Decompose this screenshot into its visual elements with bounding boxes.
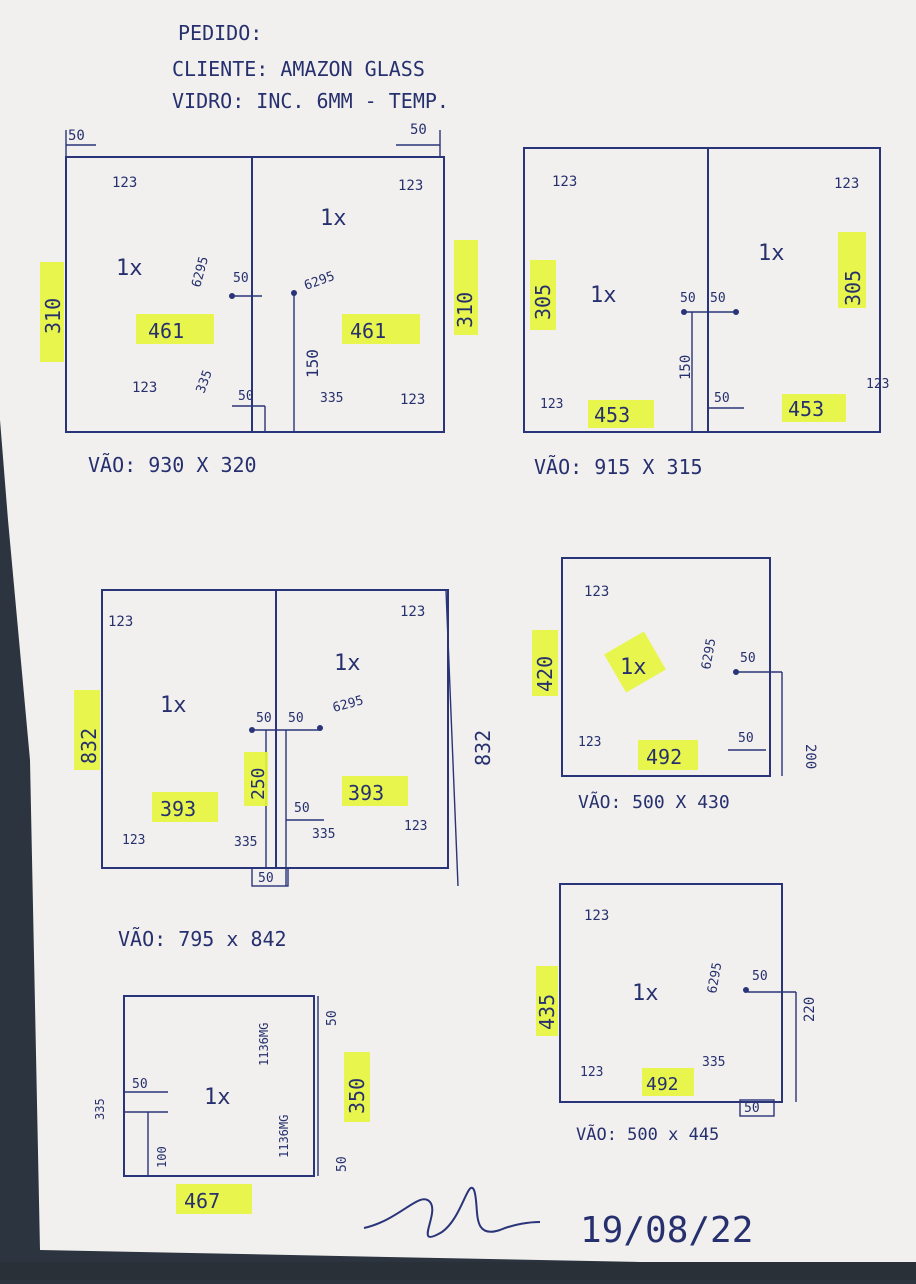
- d6-hinge-top: 1136MG: [257, 1023, 271, 1066]
- d1-hole-bl: 123: [132, 380, 157, 396]
- d6-left-dim: 50: [132, 1077, 148, 1092]
- footer-date: 19/08/22: [580, 1210, 753, 1251]
- d5-hole-tl: 123: [584, 908, 609, 924]
- d3-offset-b: 50: [288, 711, 304, 726]
- d1-top-left-dim: 50: [68, 128, 85, 144]
- d2-left-height: 305: [531, 284, 555, 320]
- d4-vao: VÃO: 500 X 430: [578, 791, 730, 813]
- d6-height: 350: [345, 1078, 369, 1114]
- d1-left-width: 461: [148, 319, 184, 343]
- d6-qty: 1x: [204, 1085, 231, 1110]
- d6-width: 467: [184, 1189, 220, 1213]
- drawing-3: 123 123 832 832 1x 1x 50 50 6295 250 393…: [74, 589, 495, 951]
- d2-hole-tr: 123: [834, 176, 859, 192]
- d5-hole-bl: 123: [580, 1065, 603, 1080]
- d4-width: 492: [646, 745, 682, 769]
- d4-qty: 1x: [620, 655, 647, 680]
- d1-bottom-dim: 50: [238, 389, 254, 404]
- d3-bottom-dim: 50: [258, 871, 274, 886]
- drawing-2: 123 123 305 305 1x 1x 50 50 150 123 453 …: [523, 147, 889, 479]
- d1-hole-br: 123: [400, 392, 425, 408]
- d2-right-width: 453: [788, 397, 824, 421]
- signature: [363, 1186, 541, 1238]
- drawing-4: 123 420 1x 6295 50 200 123 492 50 VÃO: 5…: [532, 557, 818, 813]
- d5-handle-offset: 50: [752, 969, 768, 984]
- d6-rail: 100: [155, 1146, 169, 1168]
- d1-right-height: 310: [453, 292, 477, 328]
- d5-hole-big: 335: [702, 1055, 725, 1070]
- d3-right-height: 832: [471, 730, 495, 766]
- d4-side-dim: 200: [802, 744, 818, 769]
- d3-hole-big-left: 335: [234, 835, 257, 850]
- d2-left-width: 453: [594, 403, 630, 427]
- drawing-6: 50 335 100 1x 1136MG 1136MG 50 50 350 46…: [93, 995, 370, 1214]
- drawing-5: 123 435 1x 6295 50 220 123 492 335 50 VÃ…: [535, 883, 818, 1145]
- d1-right-qty: 1x: [320, 206, 347, 231]
- header-client: CLIENTE: AMAZON GLASS: [172, 57, 425, 81]
- d3-left-qty: 1x: [160, 693, 187, 718]
- d4-bottom-dim: 50: [738, 731, 754, 746]
- d1-hole-tl: 123: [112, 175, 137, 191]
- d2-hole-br: 123: [866, 377, 889, 392]
- d1-handle-offset: 50: [233, 271, 249, 286]
- d2-offset-b: 50: [710, 291, 726, 306]
- d3-rail-height: 250: [248, 767, 269, 800]
- d3-left-width: 393: [160, 797, 196, 821]
- d3-hole-bl: 123: [122, 833, 145, 848]
- d1-top-right-dim: 50: [410, 122, 427, 138]
- d5-width: 492: [646, 1074, 679, 1095]
- d2-hole-tl: 123: [552, 174, 577, 190]
- header-glass: VIDRO: INC. 6MM - TEMP.: [172, 89, 449, 113]
- d3-hole-tr: 123: [400, 604, 425, 620]
- d2-vao: VÃO: 915 X 315: [534, 455, 703, 479]
- table-edge: [0, 1262, 916, 1280]
- d5-side-dim: 220: [802, 997, 818, 1022]
- d4-handle-offset: 50: [740, 651, 756, 666]
- d2-offset-a: 50: [680, 291, 696, 306]
- d2-hole-bl: 123: [540, 397, 563, 412]
- d4-height: 420: [533, 656, 557, 692]
- d1-left-qty: 1x: [116, 256, 143, 281]
- d4-hole-bl: 123: [578, 735, 601, 750]
- d1-vao: VÃO: 930 X 320: [88, 453, 257, 477]
- d5-qty: 1x: [632, 981, 659, 1006]
- d6-hinge-bottom: 1136MG: [277, 1115, 291, 1158]
- d5-height: 435: [535, 994, 559, 1030]
- d1-hole-big-right: 335: [320, 391, 343, 406]
- d3-hole-tl: 123: [108, 614, 133, 630]
- d4-hole-tl: 123: [584, 584, 609, 600]
- d6-dim-top: 50: [325, 1010, 340, 1026]
- d3-hole-br: 123: [404, 819, 427, 834]
- d5-bottom-dim: 50: [744, 1101, 760, 1116]
- d4-handle-code: 6295: [699, 637, 719, 670]
- d5-handle-code: 6295: [705, 961, 725, 994]
- d3-right-width: 393: [348, 781, 384, 805]
- d6-dim-bottom: 50: [335, 1156, 350, 1172]
- d6-hole-big: 335: [93, 1098, 107, 1120]
- d3-right-qty: 1x: [334, 651, 361, 676]
- d3-offset-a: 50: [256, 711, 272, 726]
- drawing-1: 50 50 123 123 310 310 461 461 1x 1x 6295…: [40, 122, 478, 477]
- d2-bottom-dim: 50: [714, 391, 730, 406]
- d3-hole-big-right: 335: [312, 827, 335, 842]
- d2-right-qty: 1x: [758, 241, 785, 266]
- d5-vao: VÃO: 500 x 445: [576, 1123, 719, 1145]
- d2-right-height: 305: [841, 270, 865, 306]
- header-order-label: PEDIDO:: [178, 21, 262, 45]
- d2-rail-height: 150: [678, 355, 694, 380]
- d3-inner-dim: 50: [294, 801, 310, 816]
- d1-rail-height: 150: [303, 349, 322, 378]
- d3-left-height: 832: [77, 728, 101, 764]
- d1-right-width: 461: [350, 319, 386, 343]
- d1-hole-tr: 123: [398, 178, 423, 194]
- d1-left-height: 310: [41, 298, 65, 334]
- d3-vao: VÃO: 795 x 842: [118, 927, 287, 951]
- d2-left-qty: 1x: [590, 283, 617, 308]
